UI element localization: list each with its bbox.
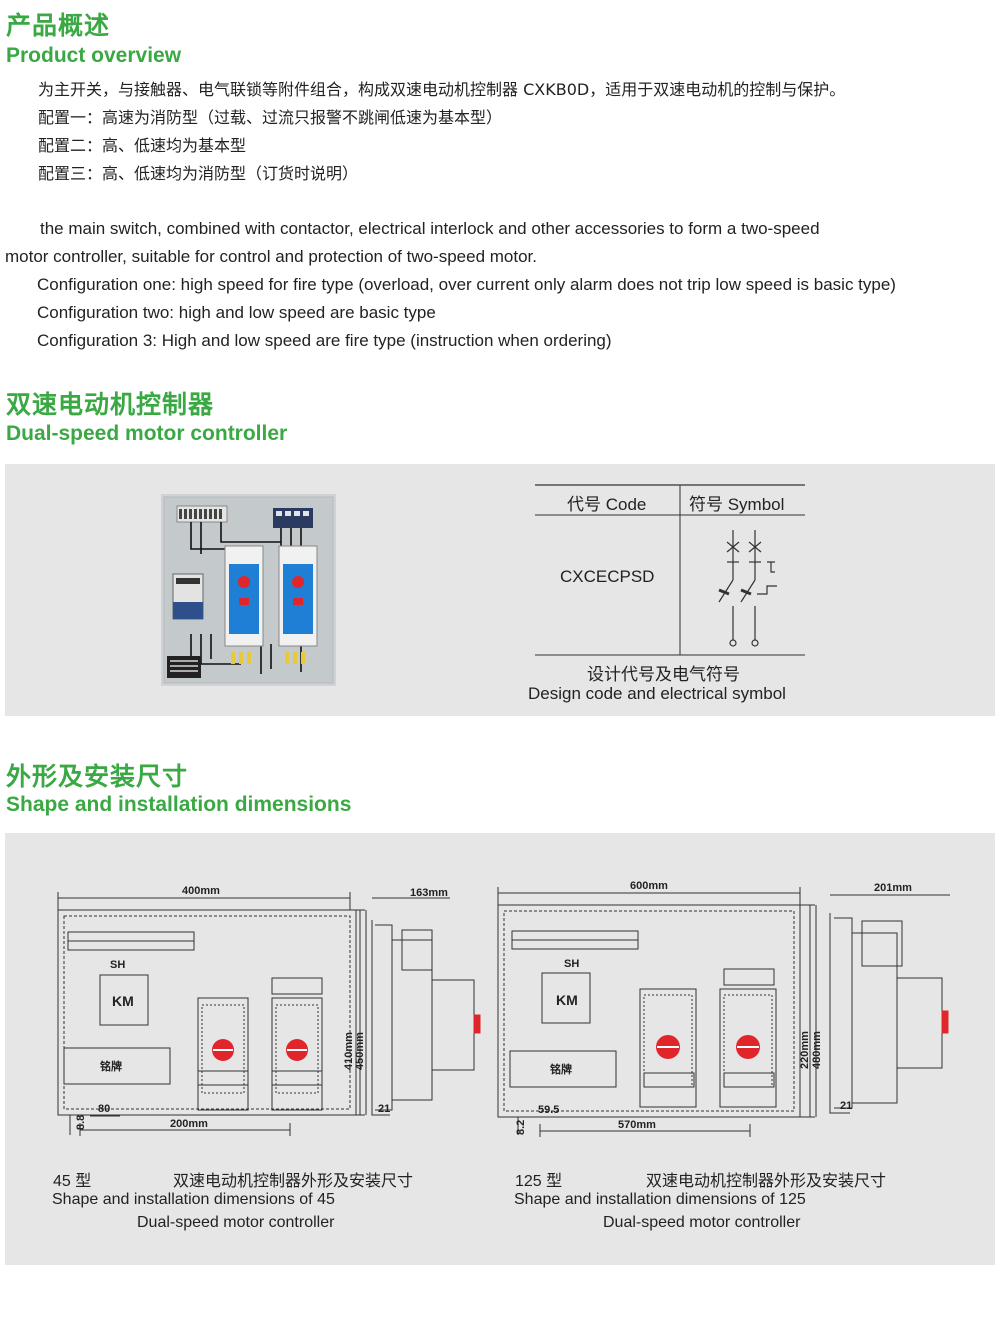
d45-bottom-label: 200mm xyxy=(170,1118,208,1130)
d125-h2-label: 480mm xyxy=(811,1031,823,1069)
overview-line-en: Configuration two: high and low speed ar… xyxy=(37,303,436,322)
d45-side-label: 8.8 xyxy=(75,1115,87,1130)
d45-km-label: KM xyxy=(112,993,134,1009)
d125-depth-label: 201mm xyxy=(874,882,912,894)
d125-dim21: 21 xyxy=(840,1100,852,1112)
d45-h2-label: 450mm xyxy=(354,1032,366,1070)
overview-line-en: the main switch, combined with contactor… xyxy=(40,219,820,238)
d45-caption-cn: 双速电动机控制器外形及安装尺寸 xyxy=(173,1173,414,1190)
table-code-value: CXCECPSD xyxy=(560,567,655,586)
electrical-symbol-icon xyxy=(718,530,777,647)
overview-line-cn: 配置二：高、低速均为基本型 xyxy=(38,136,247,155)
d125-small-label: 59.5 xyxy=(538,1104,559,1116)
overview-line-en: Configuration one: high speed for fire t… xyxy=(37,275,896,294)
d45-sh-label: SH xyxy=(110,959,125,971)
dimensions-title-en: Shape and installation dimensions xyxy=(6,793,352,816)
table-caption-cn: 设计代号及电气符号 xyxy=(587,665,740,684)
overview-line-cn: 为主开关，与接触器、电气联锁等附件组合，构成双速电动机控制器 CXKB0D，适用… xyxy=(38,80,846,99)
d125-sh-label: SH xyxy=(564,958,579,970)
overview-title-en: Product overview xyxy=(6,44,182,67)
overview-line-cn: 配置一：高速为消防型（过载、过流只报警不跳闸低速为基本型） xyxy=(38,108,503,127)
dimensions-title-cn: 外形及安装尺寸 xyxy=(6,762,189,791)
d45-small-label: 80 xyxy=(98,1103,110,1115)
controller-panel: 代号 Code 符号 Symbol CXCECPSD 设计代号及电气符号 Des… xyxy=(5,464,995,716)
d125-km-label: KM xyxy=(556,992,578,1008)
overview-line-cn: 配置三：高、低速均为消防型（订货时说明） xyxy=(38,164,359,183)
d125-width-label: 600mm xyxy=(630,880,668,892)
d125-plate-label: 铭牌 xyxy=(550,1062,572,1076)
table-header-symbol: 符号 Symbol xyxy=(689,495,785,514)
d45-dim21: 21 xyxy=(378,1103,390,1115)
d125-h1-label: 220mm xyxy=(799,1031,811,1069)
d125-caption-en1: Shape and installation dimensions of 125 xyxy=(514,1191,806,1208)
d125-side-label: 8.2 xyxy=(515,1120,527,1135)
controller-title-cn: 双速电动机控制器 xyxy=(6,390,215,419)
controller-title-en: Dual-speed motor controller xyxy=(6,422,288,445)
dimension-drawing-125: 600mm 201mm SH KM 铭牌 570mm 59.5 21 220mm… xyxy=(497,880,950,1137)
d125-bottom-label: 570mm xyxy=(618,1119,656,1131)
d45-h1-label: 410mm xyxy=(343,1032,355,1070)
d45-caption-en1: Shape and installation dimensions of 45 xyxy=(52,1191,335,1208)
d45-plate-label: 铭牌 xyxy=(100,1059,122,1073)
d125-caption-en2: Dual-speed motor controller xyxy=(603,1214,801,1231)
code-symbol-table xyxy=(535,484,805,656)
table-caption-en: Design code and electrical symbol xyxy=(528,684,786,703)
d45-caption-model: 45 型 xyxy=(53,1173,92,1190)
dimension-drawing-45: 400mm 163mm SH KM 铭牌 200mm 80 21 410mm 4… xyxy=(57,885,481,1136)
d125-caption-model: 125 型 xyxy=(515,1173,563,1190)
overview-line-en: motor controller, suitable for control a… xyxy=(5,247,537,266)
dimensions-panel: 400mm 163mm SH KM 铭牌 200mm 80 21 410mm 4… xyxy=(5,833,995,1265)
d45-width-label: 400mm xyxy=(182,885,220,897)
d125-caption-cn: 双速电动机控制器外形及安装尺寸 xyxy=(646,1173,887,1190)
table-header-code: 代号 Code xyxy=(567,495,647,514)
overview-line-en: Configuration 3: High and low speed are … xyxy=(37,331,612,350)
controller-photo xyxy=(161,494,336,686)
overview-title-cn: 产品概述 xyxy=(6,11,111,40)
d45-depth-label: 163mm xyxy=(410,887,448,899)
d45-caption-en2: Dual-speed motor controller xyxy=(137,1214,335,1231)
